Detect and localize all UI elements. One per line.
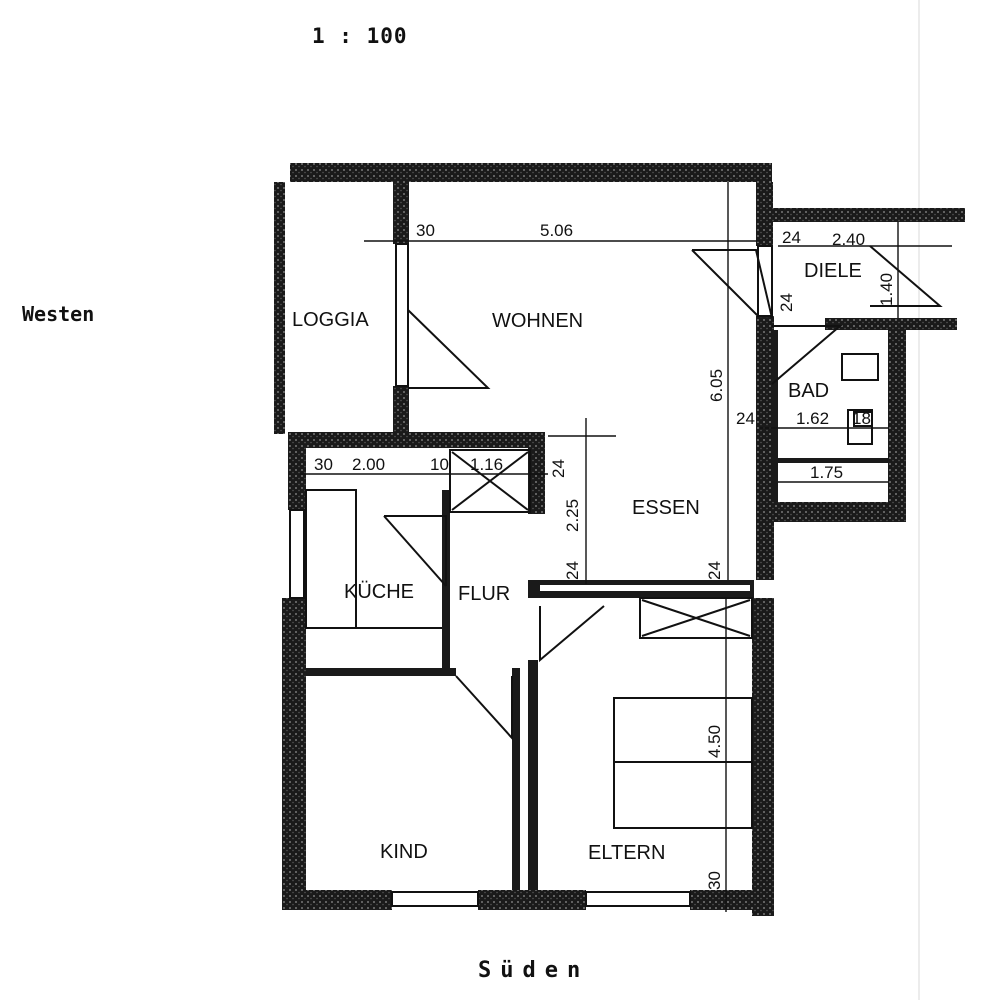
wardrobe — [639, 597, 753, 639]
loggia-window — [395, 243, 409, 387]
kueche-kind-wall — [306, 668, 456, 676]
entrance-door-leaf — [691, 249, 759, 317]
dim-shaft-wall: 24 — [549, 459, 568, 478]
south-window-kind — [391, 891, 479, 907]
bathtub — [841, 353, 879, 381]
loggia-east-wall-lower — [393, 386, 409, 434]
dim-kueche-wall: 30 — [314, 455, 333, 474]
loggia-east-wall-upper — [393, 182, 409, 244]
room-label-loggia: LOGGIA — [292, 309, 369, 331]
bad-partition — [778, 458, 888, 463]
room-label-eltern: ELTERN — [588, 842, 665, 864]
room-label-bad: BAD — [788, 380, 829, 402]
north-wall — [290, 163, 772, 182]
dim-wohnen-width: 5.06 — [540, 221, 573, 240]
east-wall-lower — [752, 598, 774, 916]
eltern-door-swing — [539, 605, 605, 663]
bad-door-swing — [771, 325, 843, 385]
dim-kueche-partition: 10 — [430, 455, 449, 474]
bad-south-wall — [773, 502, 906, 522]
south-wall-west — [282, 890, 392, 910]
dim-diele-depth: 1.40 — [877, 273, 896, 306]
flur-essen-wall-core — [540, 585, 750, 591]
windows — [289, 243, 773, 907]
entrance-door-swing — [692, 249, 773, 319]
dim-wohnen-wall: 30 — [416, 221, 435, 240]
kind-door-swing — [455, 675, 513, 741]
dim-eltern-depth: 4.50 — [705, 725, 724, 758]
dim-diele-wall: 24 — [782, 228, 801, 247]
ventilation-shaft — [449, 449, 531, 513]
dim-kueche-width: 2.00 — [352, 455, 385, 474]
dim-living-depth: 6.05 — [707, 369, 726, 402]
scale-label: 1 : 100 — [312, 24, 408, 48]
west-wall-upper — [288, 448, 306, 510]
wc — [853, 411, 873, 427]
dim-diele-bad-wall: 24 — [777, 293, 796, 312]
room-label-flur: FLUR — [458, 583, 510, 605]
kueche-door-leaf — [383, 515, 447, 587]
dim-flur-depth: 2.25 — [563, 499, 582, 532]
room-label-wohnen: WOHNEN — [492, 310, 583, 332]
loggia-west-wall — [274, 182, 285, 434]
dim-diele-width: 2.40 — [832, 230, 865, 249]
shaft-cross-b — [451, 451, 529, 511]
room-label-kind: KIND — [380, 841, 428, 863]
exterior-walls — [274, 163, 965, 916]
dimension-lines — [300, 182, 952, 912]
room-label-kueche: KÜCHE — [344, 581, 414, 603]
dim-eltern-wall: 30 — [705, 871, 724, 890]
room-label-diele: DIELE — [804, 260, 862, 282]
kitchen-counter — [305, 489, 357, 629]
east-wall-middle — [756, 316, 774, 580]
diele-south-wall — [825, 318, 957, 330]
east-window — [757, 245, 773, 317]
loggia-door-swing — [407, 309, 491, 389]
orientation-west-label: Westen — [22, 302, 95, 326]
dim-bad-wall: 24 — [736, 409, 755, 428]
dim-essen-wall: 24 — [705, 561, 724, 580]
room-labels: LOGGIA WOHNEN DIELE BAD ESSEN KÜCHE FLUR… — [292, 260, 862, 864]
room-label-essen: ESSEN — [632, 497, 700, 519]
bad-east-wall — [888, 330, 906, 522]
wardrobe-cross-b — [641, 599, 751, 637]
kind-flur-wall — [512, 668, 520, 890]
scan-edge — [918, 0, 920, 1000]
eltern-flur-wall — [528, 660, 538, 890]
dim-shaft-width: 1.16 — [470, 455, 503, 474]
fixtures — [305, 353, 879, 829]
bad-west-wall — [772, 330, 778, 502]
south-wall-middle — [478, 890, 586, 910]
diele-door-swing — [869, 245, 943, 307]
south-wall-east — [690, 890, 774, 910]
kueche-north-wall — [288, 432, 545, 448]
dim-flur-wall: 24 — [563, 561, 582, 580]
east-wall-upper — [756, 182, 773, 246]
south-window-eltern — [585, 891, 691, 907]
west-wall-lower — [282, 598, 306, 910]
kueche-door-swing — [384, 515, 447, 586]
orientation-south-label: Süden — [478, 958, 590, 983]
diele-north-wall — [773, 208, 965, 222]
west-window — [289, 509, 305, 599]
dim-bad-width: 1.62 — [796, 409, 829, 428]
dimension-labels: 30 5.06 24 2.40 1.40 24 6.05 24 1.62 18 … — [314, 221, 896, 890]
dim-bad-lower: 1.75 — [810, 463, 843, 482]
door-swings — [383, 245, 943, 741]
dim-bad-small: 18 — [852, 409, 871, 428]
shaft-wall — [528, 432, 545, 514]
